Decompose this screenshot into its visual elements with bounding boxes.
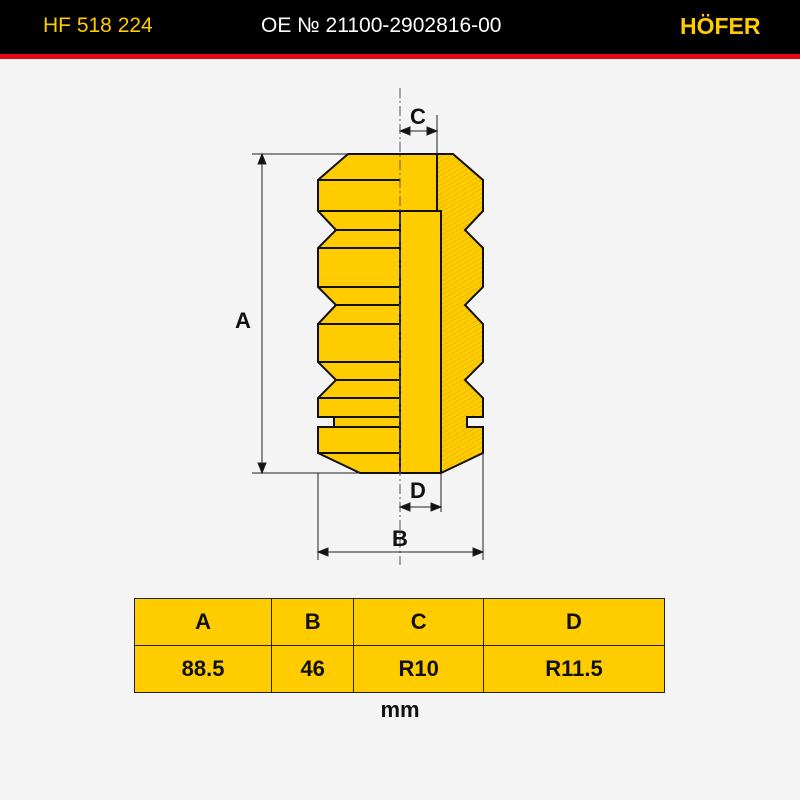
dimensions-table: A B C D 88.5 46 R10 R11.5 bbox=[133, 598, 666, 693]
header-cell: B bbox=[271, 598, 355, 646]
brand-logo: HÖFER bbox=[680, 13, 761, 39]
value-cell: 88.5 bbox=[133, 645, 273, 693]
header-cell: A bbox=[133, 598, 273, 646]
label-b: B bbox=[392, 526, 408, 551]
label-d: D bbox=[410, 478, 426, 503]
header-bar: HF 518 224 OE № 21100-2902816-00 HÖFER bbox=[0, 0, 800, 54]
header-stripe bbox=[0, 54, 800, 59]
table-row: 88.5 46 R10 R11.5 bbox=[133, 645, 666, 693]
oe-number: OE № 21100-2902816-00 bbox=[261, 14, 502, 37]
part-number: HF 518 224 bbox=[43, 14, 153, 37]
header-cell: C bbox=[353, 598, 484, 646]
dimension-lines bbox=[252, 115, 485, 560]
value-cell: R10 bbox=[353, 645, 484, 693]
value-cell: R11.5 bbox=[482, 645, 666, 693]
unit-label: mm bbox=[380, 697, 420, 722]
value-cell: 46 bbox=[271, 645, 355, 693]
header-cell: D bbox=[482, 598, 666, 646]
label-a: A bbox=[235, 308, 251, 333]
table-header-row: A B C D bbox=[133, 598, 666, 646]
label-c: C bbox=[410, 104, 426, 129]
